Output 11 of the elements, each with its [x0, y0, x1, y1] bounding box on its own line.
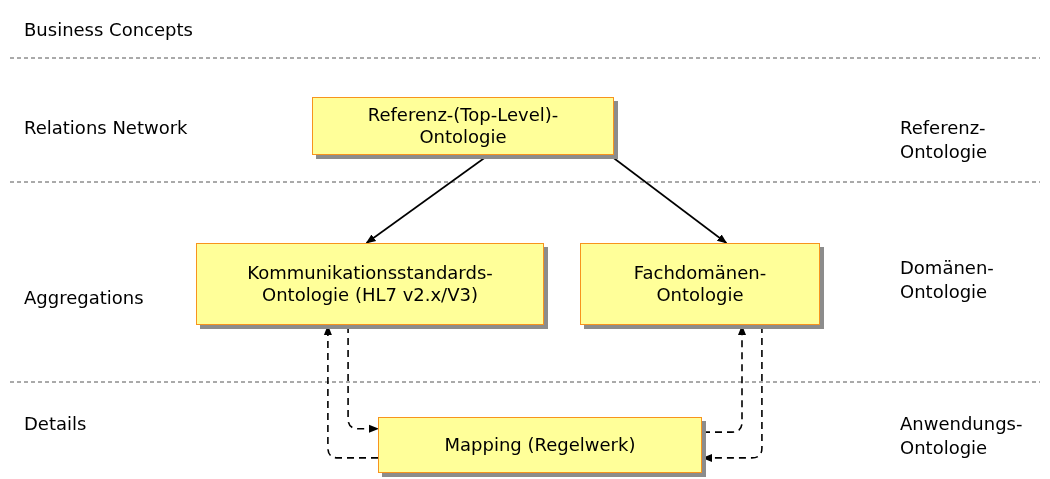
layer-label: Aggregations: [24, 286, 145, 310]
layer-label: Domänen- Ontologie: [900, 256, 995, 305]
box-label: Kommunikationsstandards-Ontologie (HL7 v2.x/V3): [246, 261, 494, 307]
box-label: Referenz-(Top-Level)-Ontologie: [366, 103, 560, 149]
layer-label: Details: [24, 412, 88, 436]
box-label: Fachdomänen-Ontologie: [632, 261, 768, 307]
box-label: Mapping (Regelwerk): [444, 433, 636, 457]
layer-label: Business Concepts: [24, 18, 194, 42]
layer-label: Relations Network: [24, 116, 189, 140]
layer-label: Anwendungs- Ontologie: [900, 412, 1024, 461]
layer-label: Referenz- Ontologie: [900, 116, 989, 165]
